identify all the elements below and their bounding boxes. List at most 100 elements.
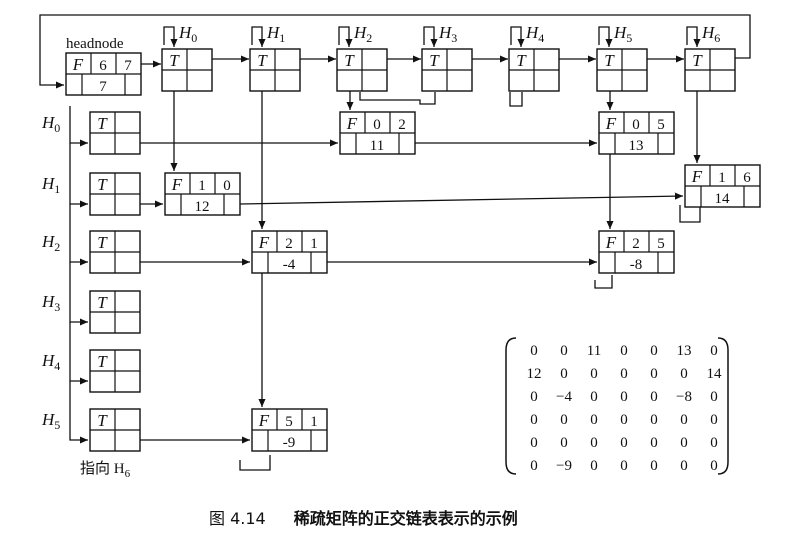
matrix-cell-r1-c2: 0: [590, 366, 598, 382]
element-node-4-value: -4: [283, 257, 296, 273]
matrix-cell-r1-c4: 0: [650, 366, 658, 382]
matrix-cell-r2-c1: −4: [556, 389, 572, 405]
matrix-cell-r4-c6: 0: [710, 435, 718, 451]
row-head-label-3: H3: [41, 292, 60, 314]
element-node-2-col: 0: [223, 178, 231, 194]
figure-caption: 图 4.14 稀疏矩阵的正交链表表示的示例: [209, 509, 518, 528]
column-head-loop-0: [163, 26, 178, 47]
element-node-6-tag: F: [258, 411, 270, 430]
matrix-cell-r3-c0: 0: [530, 412, 538, 428]
column-head-0: T: [161, 48, 213, 92]
row-head-label-0: H0: [41, 113, 60, 135]
element-node-3-tag: F: [691, 167, 703, 186]
head-node-count: 7: [99, 79, 107, 95]
row-head-0: T: [89, 111, 141, 155]
row-head-2: T: [89, 230, 141, 274]
matrix-cell-r1-c6: 14: [707, 366, 723, 382]
matrix-cell-r3-c5: 0: [680, 412, 688, 428]
row-head-0-tag: T: [97, 114, 108, 133]
element-node-2-value: 12: [195, 199, 210, 215]
column-head-3: T: [421, 48, 473, 92]
column-head-6: T: [684, 48, 736, 92]
column-head-loop-5: [598, 26, 613, 47]
caption-number: 图 4.14: [209, 509, 266, 528]
matrix-cell-r1-c3: 0: [620, 366, 628, 382]
matrix-cell-r5-c0: 0: [530, 458, 538, 474]
matrix-left-bracket: [505, 337, 517, 475]
column-head-label-4: H4: [525, 23, 544, 45]
matrix-cell-r2-c5: −8: [676, 389, 692, 405]
matrix-cell-r3-c2: 0: [590, 412, 598, 428]
element-node-5-value: -8: [630, 257, 643, 273]
row-head-label-2: H2: [41, 232, 60, 254]
col3-return: [359, 92, 436, 105]
col5-return: [594, 275, 613, 289]
column-head-0-tag: T: [169, 51, 180, 70]
element-node-2-row: 1: [198, 178, 206, 194]
row-head-label-5: H5: [41, 410, 60, 432]
head-node-tag: F: [72, 55, 84, 74]
matrix-cell-r5-c6: 0: [710, 458, 718, 474]
matrix-cell-r0-c4: 0: [650, 343, 658, 359]
row-head-1: T: [89, 172, 141, 216]
column-head-6-tag: T: [692, 51, 703, 70]
row-head-label-4: H4: [41, 351, 60, 373]
matrix-cell-r3-c1: 0: [560, 412, 568, 428]
column-head-loop-4: [510, 26, 525, 47]
column-head-loop-1: [251, 26, 266, 47]
column-head-label-1: H1: [266, 23, 285, 45]
element-node-0-row: 0: [373, 117, 381, 133]
column-head-4-tag: T: [516, 51, 527, 70]
column-head-2: T: [336, 48, 388, 92]
row-head-5: T: [89, 408, 141, 452]
element-node-3-row: 1: [718, 170, 726, 186]
matrix-cell-r4-c2: 0: [590, 435, 598, 451]
row1-link-b: [239, 192, 684, 205]
element-node-1-value: 13: [629, 138, 644, 154]
col6-return: [679, 205, 701, 223]
matrix-cell-r5-c1: −9: [556, 458, 572, 474]
column-head-1-tag: T: [257, 51, 268, 70]
column-head-1: T: [249, 48, 301, 92]
column-head-2-tag: T: [344, 51, 355, 70]
column-head-label-2: H2: [353, 23, 372, 45]
column-head-label-5: H5: [613, 23, 632, 45]
matrix-cell-r1-c1: 0: [560, 366, 568, 382]
element-node-3-col: 6: [743, 170, 751, 186]
row-chain-0: [69, 143, 88, 208]
h6-return-loop: [39, 14, 751, 89]
matrix-cell-r3-c4: 0: [650, 412, 658, 428]
matrix-cell-r5-c5: 0: [680, 458, 688, 474]
element-node-0-tag: F: [346, 114, 358, 133]
matrix-cell-r4-c4: 0: [650, 435, 658, 451]
element-node-1-tag: F: [605, 114, 617, 133]
matrix-cell-r0-c5: 13: [677, 343, 692, 359]
column-head-label-0: H0: [178, 23, 197, 45]
matrix-cell-r0-c3: 0: [620, 343, 628, 359]
matrix-cell-r3-c3: 0: [620, 412, 628, 428]
row-head-3-tag: T: [97, 293, 108, 312]
pointer-note-text: 指向 H: [80, 460, 125, 477]
matrix-cell-r2-c4: 0: [650, 389, 658, 405]
matrix-cell-r2-c3: 0: [620, 389, 628, 405]
matrix-cell-r1-c0: 12: [527, 366, 542, 382]
column-head-loop-6: [686, 26, 701, 47]
caption-text: 稀疏矩阵的正交链表表示的示例: [294, 509, 518, 528]
column-head-label-6: H6: [701, 23, 720, 45]
matrix-cell-r0-c0: 0: [530, 343, 538, 359]
row-head-label-1: H1: [41, 174, 60, 196]
col1-return: [239, 455, 271, 471]
row-head-4-tag: T: [97, 352, 108, 371]
matrix-cell-r4-c3: 0: [620, 435, 628, 451]
column-head-loop-3: [423, 26, 438, 47]
col4-return: [509, 92, 523, 107]
